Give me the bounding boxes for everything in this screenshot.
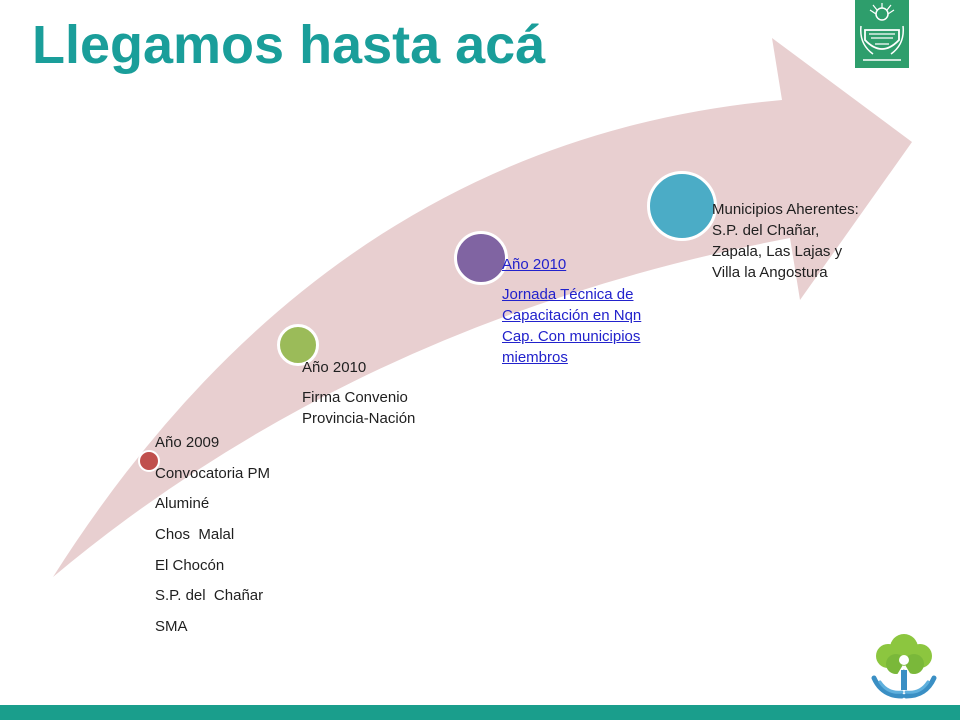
footer-bar [0,705,960,720]
milestone-text: Municipios Aherentes: S.P. del Chañar, Z… [712,201,859,281]
milestone-line: El Chocón [155,556,225,574]
milestone-line: Convocatoria PM [155,464,271,482]
tree-hands-logo-icon [868,630,940,706]
milestone-dot-4 [647,171,717,241]
milestone-year: Año 2010 [302,359,367,376]
milestone-line: Aluminé [155,495,210,513]
milestone-2009: Año 2009 Convocatoria PM Aluminé Chos Ma… [155,432,270,647]
milestone-municipios: Municipios Aherentes: S.P. del Chañar, Z… [712,199,872,283]
milestone-2010-convenio: Año 2010 Firma Convenio Provincia-Nación [302,357,442,429]
milestone-line: Año 2009 [155,434,220,451]
milestone-text: Firma Convenio Provincia-Nación [302,389,416,427]
milestone-dot-3 [454,231,508,285]
milestone-year-link[interactable]: Año 2010 [502,256,567,273]
milestone-line: SMA [155,618,188,636]
milestone-dot-1 [138,450,160,472]
milestone-dot-2 [277,324,319,366]
jornada-link[interactable]: Jornada Técnica de Capacitación en Nqn C… [502,286,642,366]
provincial-emblem-icon [855,0,909,68]
milestone-line: S.P. del Chañar [155,587,264,605]
milestone-line: Chos Malal [155,526,235,544]
slide-title: Llegamos hasta acá [32,15,546,75]
milestone-2010-jornada: Año 2010 Jornada Técnica de Capacitación… [502,254,677,368]
